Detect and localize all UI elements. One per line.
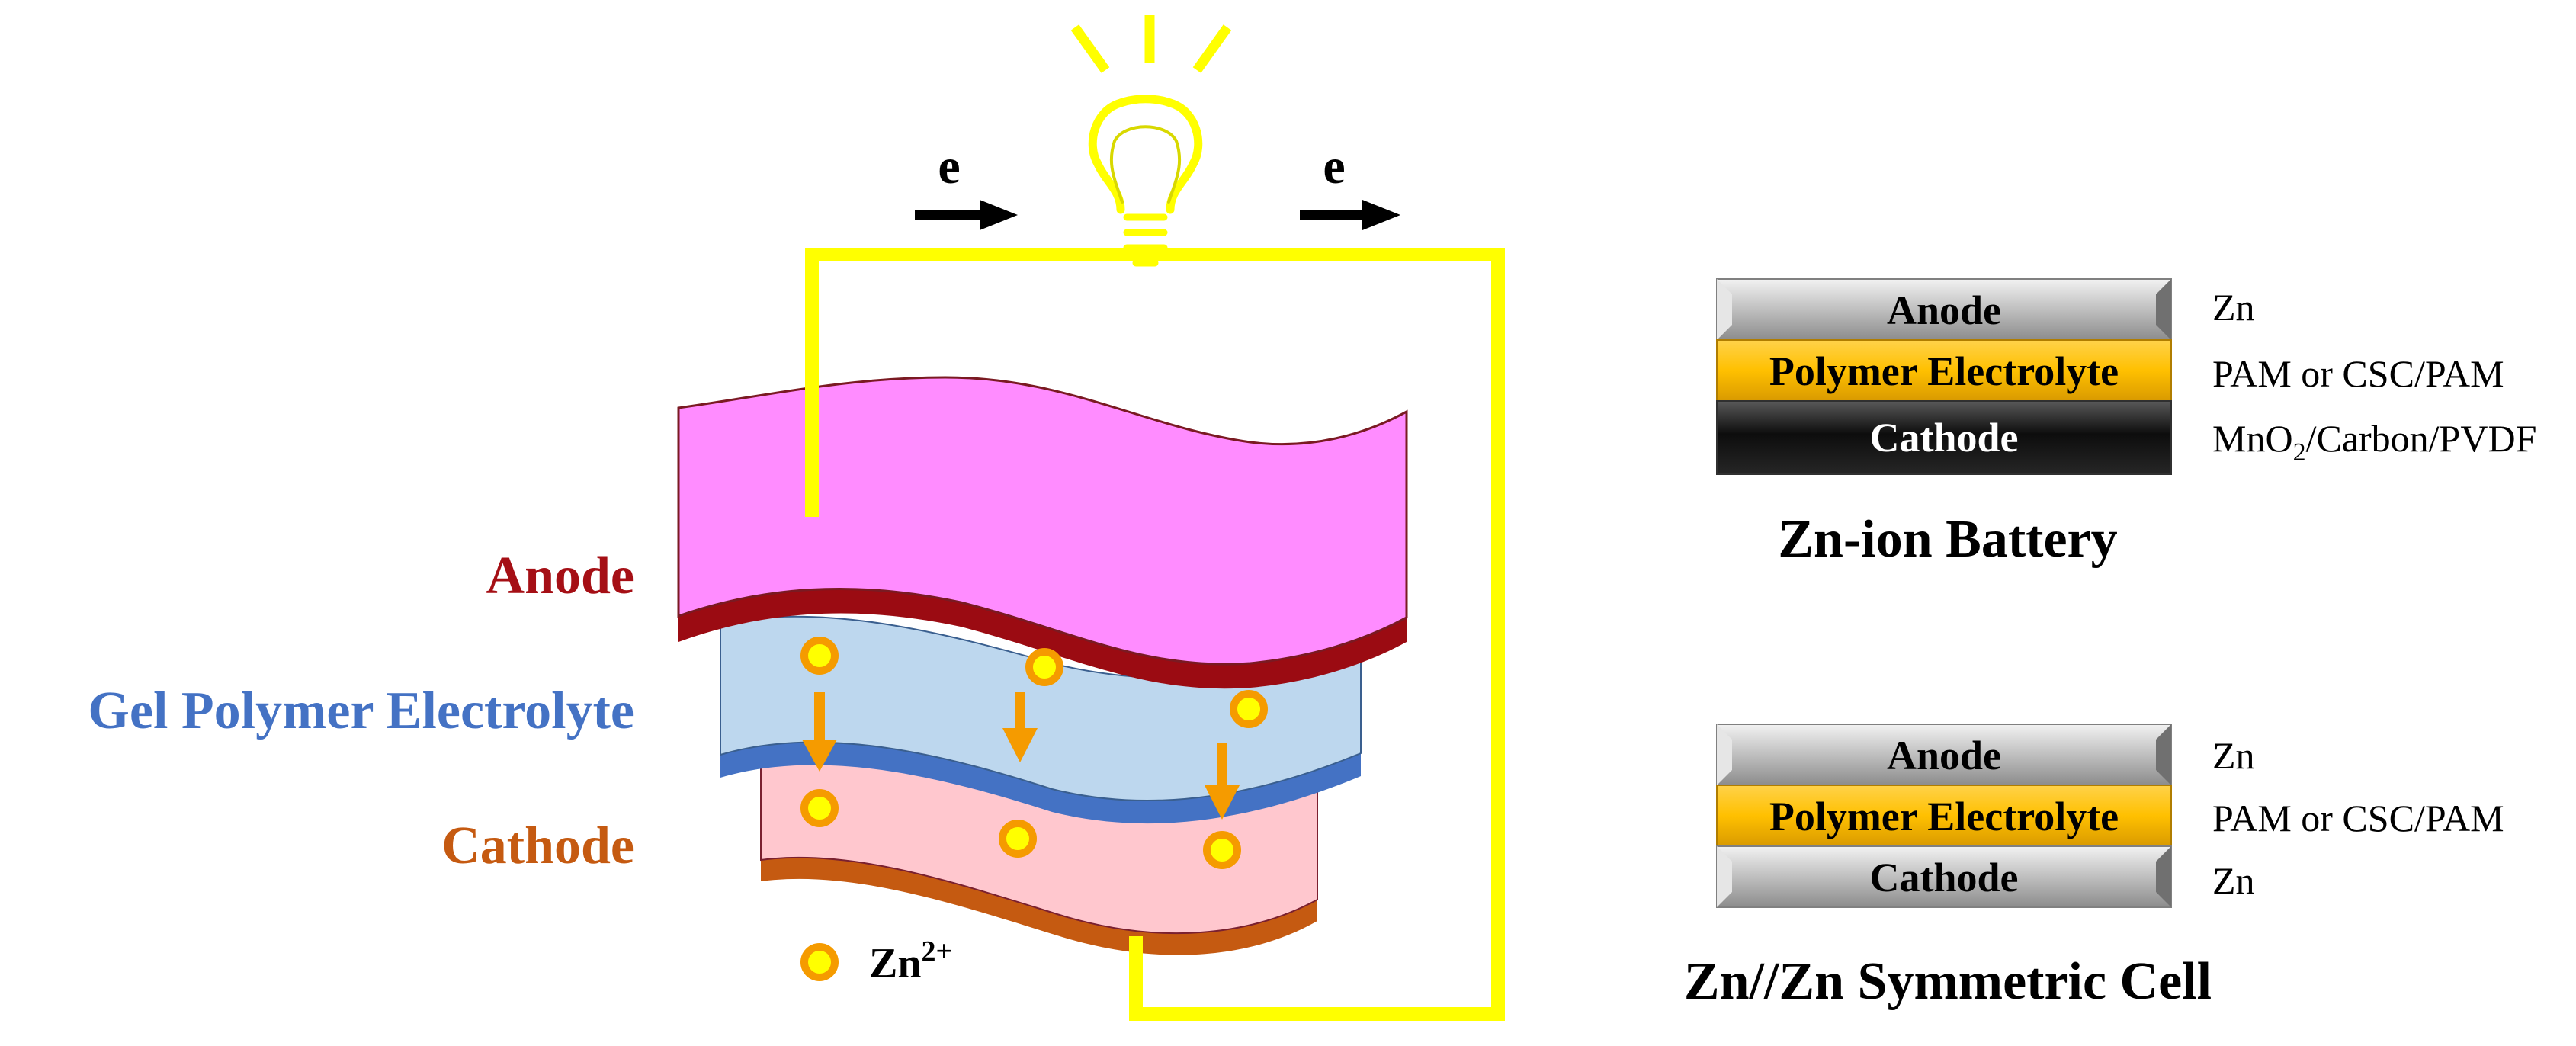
material-label: Zn bbox=[2212, 859, 2255, 902]
stack-caption: Zn-ion Battery bbox=[1778, 510, 2117, 569]
anode-label: Anode bbox=[486, 547, 634, 605]
arrow-down-icon bbox=[1205, 785, 1240, 820]
circuit-wire bbox=[805, 248, 1505, 1021]
stack-layer-cathode: Cathode bbox=[1716, 845, 2172, 908]
stack-layer-anode: Anode bbox=[1716, 278, 2172, 341]
material-label: PAM or CSC/PAM bbox=[2212, 352, 2504, 395]
zn-ion bbox=[1025, 648, 1063, 686]
material-label: MnO2/Carbon/PVDF bbox=[2212, 417, 2536, 467]
zn-ion bbox=[999, 820, 1037, 858]
stack-caption: Zn//Zn Symmetric Cell bbox=[1684, 952, 2212, 1011]
arrow-down-icon bbox=[1002, 728, 1038, 762]
stack-layer-cathode: Cathode bbox=[1716, 400, 2172, 475]
electrolyte-label: Gel Polymer Electrolyte bbox=[88, 682, 634, 740]
anode-layer bbox=[677, 376, 1408, 689]
electron-label-left: e bbox=[938, 139, 960, 194]
cathode-label: Cathode bbox=[441, 817, 634, 875]
stack-layer-anode: Anode bbox=[1716, 724, 2172, 786]
stack-layer-electrolyte: Polymer Electrolyte bbox=[1716, 339, 2172, 402]
ion-legend-label: Zn2+ bbox=[869, 935, 952, 987]
zn-ion-legend-icon bbox=[800, 943, 839, 981]
anode-face bbox=[677, 376, 1408, 666]
material-label: Zn bbox=[2212, 286, 2255, 329]
light-rays-icon bbox=[1070, 15, 1232, 73]
stack-layer-electrolyte: Polymer Electrolyte bbox=[1716, 784, 2172, 847]
symmetric-cell-stack: Anode Polymer Electrolyte Cathode Zn PAM… bbox=[1684, 724, 2504, 1011]
ion-migration-arrows bbox=[802, 692, 1240, 820]
ion-legend: Zn2+ bbox=[800, 935, 952, 987]
zn-ion bbox=[1230, 690, 1268, 728]
layer-name: Anode bbox=[1887, 733, 2001, 778]
layer-name: Anode bbox=[1887, 287, 2001, 333]
arrow-down-icon bbox=[802, 740, 837, 772]
electron-flow-left: e bbox=[915, 139, 1018, 230]
material-label: PAM or CSC/PAM bbox=[2212, 797, 2504, 839]
zn-ion bbox=[1203, 831, 1241, 869]
arrow-right-icon bbox=[1362, 200, 1400, 230]
electrolyte-edge bbox=[720, 742, 1361, 824]
material-label: Zn bbox=[2212, 734, 2255, 777]
electrolyte-face bbox=[720, 615, 1362, 802]
layer-name: Polymer Electrolyte bbox=[1769, 794, 2119, 839]
zn-ion-battery-stack: Anode Polymer Electrolyte Cathode Zn PAM… bbox=[1716, 278, 2536, 569]
layer-name: Cathode bbox=[1869, 415, 2018, 460]
arrow-right-icon bbox=[980, 200, 1018, 230]
zn-ions bbox=[800, 637, 1268, 869]
layer-name: Polymer Electrolyte bbox=[1769, 348, 2119, 394]
electrolyte-layer bbox=[720, 615, 1362, 824]
electron-label-right: e bbox=[1323, 139, 1345, 194]
electron-flow-right: e bbox=[1300, 139, 1400, 230]
left-schematic: e e Anode Gel Polymer Elect bbox=[88, 15, 1505, 1021]
cathode-edge bbox=[761, 857, 1317, 955]
layer-name: Cathode bbox=[1869, 855, 2018, 900]
anode-edge bbox=[678, 589, 1407, 689]
zn-ion bbox=[800, 789, 839, 827]
zn-ion bbox=[800, 637, 839, 675]
lightbulb-icon bbox=[1088, 95, 1203, 267]
